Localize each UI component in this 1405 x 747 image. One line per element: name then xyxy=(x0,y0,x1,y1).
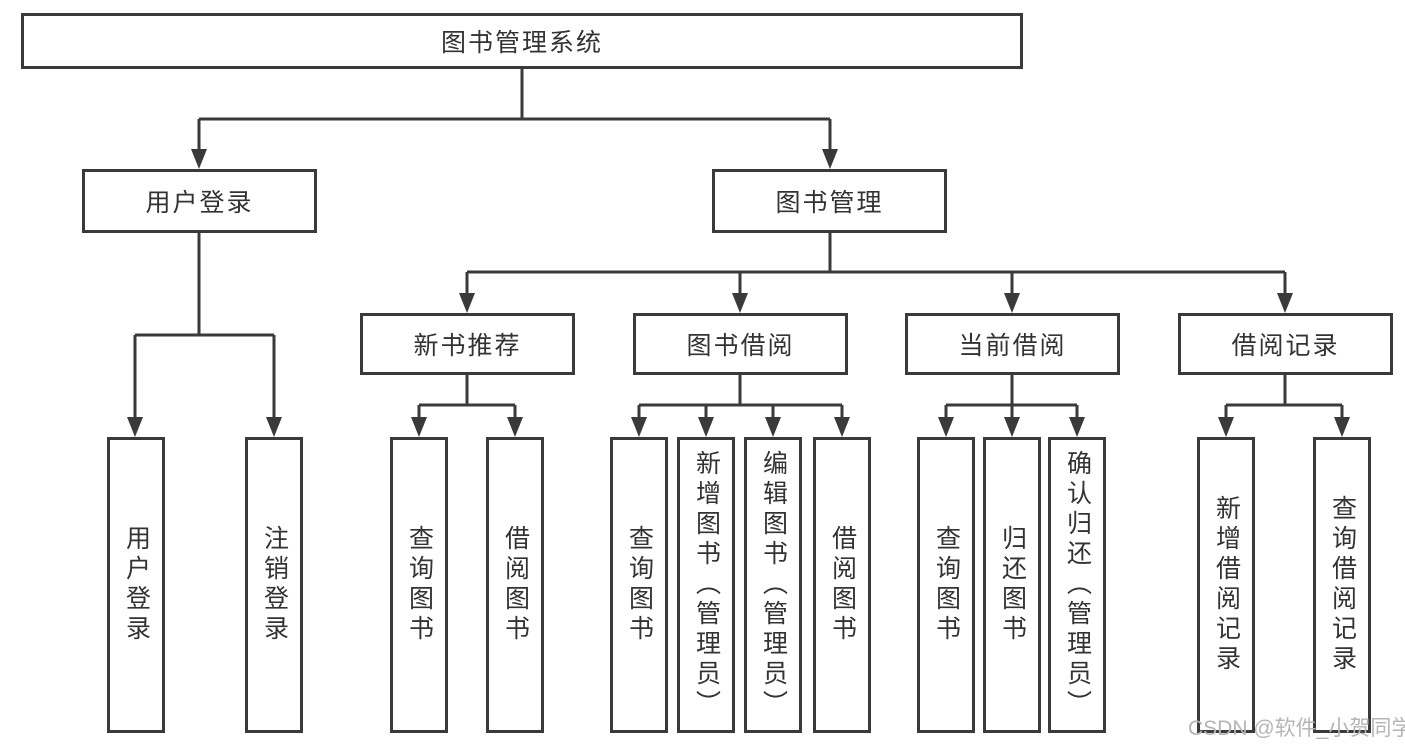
connector-book-mgmt-to-level2 xyxy=(459,233,1293,313)
node-label: 查询借阅记录 xyxy=(1328,495,1357,675)
arrowhead-down-icon xyxy=(411,417,427,437)
node-label: 用户登录 xyxy=(122,525,151,645)
leaf-add-borrow-record: 新增借阅记录 xyxy=(1197,437,1255,733)
leaf-edit-books-admin: 编辑图书（管理员） xyxy=(744,437,802,733)
leaf-query-books-borrowing: 查询图书 xyxy=(610,437,668,733)
arrowhead-down-icon xyxy=(1004,293,1020,313)
leaf-logout: 注销登录 xyxy=(245,437,303,733)
connector-root-to-level1 xyxy=(191,69,838,169)
node-label: 借阅记录 xyxy=(1231,332,1340,360)
node-label: 用户登录 xyxy=(145,189,254,217)
leaf-borrow-books-recommend: 借阅图书 xyxy=(486,437,544,733)
leaf-borrow-books: 借阅图书 xyxy=(813,437,871,733)
arrowhead-down-icon xyxy=(127,417,143,437)
arrowhead-down-icon xyxy=(698,417,714,437)
connector-borrow-record-to-leaves xyxy=(1218,375,1350,437)
node-label: 新增借阅记录 xyxy=(1212,495,1241,675)
node-label: 当前借阅 xyxy=(958,332,1067,360)
arrowhead-down-icon xyxy=(1069,417,1085,437)
node-library-management-system: 图书管理系统 xyxy=(21,13,1023,69)
node-label: 图书借阅 xyxy=(686,332,795,360)
node-label: 归还图书 xyxy=(998,525,1027,645)
leaf-confirm-return-admin: 确认归还（管理员） xyxy=(1048,437,1106,733)
connector-book-borrow-to-leaves xyxy=(631,375,850,437)
arrowhead-down-icon xyxy=(765,417,781,437)
arrowhead-down-icon xyxy=(631,417,647,437)
node-borrowing-records: 借阅记录 xyxy=(1178,313,1393,375)
csdn-watermark: CSDN @软件_小贺同学 xyxy=(1188,717,1405,740)
node-label: 注销登录 xyxy=(260,525,289,645)
leaf-query-books-recommend: 查询图书 xyxy=(390,437,448,733)
leaf-return-books: 归还图书 xyxy=(983,437,1041,733)
arrowhead-down-icon xyxy=(1334,417,1350,437)
connector-user-login-to-leaves xyxy=(127,233,282,437)
node-label: 借阅图书 xyxy=(501,525,530,645)
arrowhead-down-icon xyxy=(1218,417,1234,437)
node-label: 图书管理系统 xyxy=(440,29,603,57)
node-label: 编辑图书（管理员） xyxy=(759,450,788,720)
connector-new-book-rec-to-leaves xyxy=(411,375,523,437)
connector-current-borrow-to-leaves xyxy=(938,375,1085,437)
node-book-management: 图书管理 xyxy=(712,169,947,233)
node-label: 查询图书 xyxy=(405,525,434,645)
leaf-user-login: 用户登录 xyxy=(107,437,165,733)
arrowhead-down-icon xyxy=(459,293,475,313)
arrowhead-down-icon xyxy=(266,417,282,437)
node-label: 新书推荐 xyxy=(413,332,522,360)
arrowhead-down-icon xyxy=(1277,293,1293,313)
node-label: 借阅图书 xyxy=(828,525,857,645)
arrowhead-down-icon xyxy=(938,417,954,437)
arrowhead-down-icon xyxy=(834,417,850,437)
node-label: 确认归还（管理员） xyxy=(1063,450,1092,720)
node-user-login: 用户登录 xyxy=(82,169,317,233)
node-label: 查询图书 xyxy=(932,525,961,645)
arrowhead-down-icon xyxy=(191,149,207,169)
node-book-borrowing: 图书借阅 xyxy=(633,313,848,375)
node-label: 新增图书（管理员） xyxy=(692,450,721,720)
node-label: 图书管理 xyxy=(775,189,884,217)
arrowhead-down-icon xyxy=(507,417,523,437)
node-label: 查询图书 xyxy=(625,525,654,645)
arrowhead-down-icon xyxy=(732,293,748,313)
node-new-book-recommend: 新书推荐 xyxy=(360,313,575,375)
leaf-query-books-current: 查询图书 xyxy=(917,437,975,733)
arrowhead-down-icon xyxy=(822,149,838,169)
leaf-query-borrow-record: 查询借阅记录 xyxy=(1313,437,1371,733)
node-current-borrowing: 当前借阅 xyxy=(905,313,1120,375)
leaf-add-books-admin: 新增图书（管理员） xyxy=(677,437,735,733)
arrowhead-down-icon xyxy=(1004,417,1020,437)
